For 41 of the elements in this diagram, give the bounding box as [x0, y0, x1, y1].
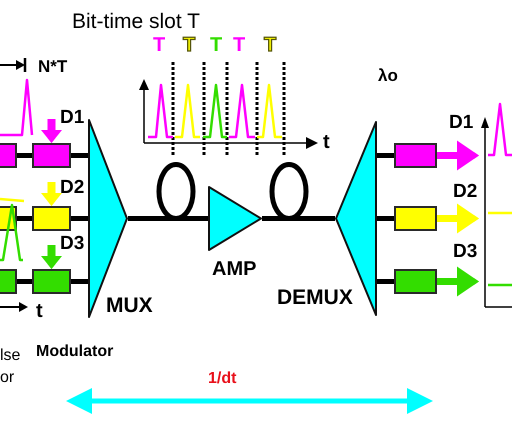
receiver-block: [394, 269, 437, 294]
modulator-block: [32, 269, 71, 294]
connector-line: [17, 279, 32, 284]
slot-label: T: [233, 35, 246, 55]
receiver-block: [394, 206, 437, 231]
fiber-line: [128, 162, 208, 221]
connector-line: [71, 279, 88, 284]
connector-line: [71, 153, 88, 158]
modulator-block: [32, 143, 71, 168]
dimension-label: N*T: [38, 58, 68, 75]
pulse-source-block: [0, 143, 17, 168]
slot-label: T: [264, 35, 276, 55]
connector-line: [17, 153, 32, 158]
channel-label: D2: [60, 178, 84, 197]
slot-label: T: [210, 35, 222, 55]
fiber-line: [262, 162, 335, 221]
multiplexer-label: MUX: [106, 295, 153, 316]
block-caption: lse or: [0, 346, 20, 388]
receiver-block: [394, 143, 437, 168]
modulator-block: [32, 206, 71, 231]
slot-label: T: [153, 35, 166, 55]
pulse-source-block: [0, 269, 17, 294]
connector-line: [377, 279, 394, 284]
channel-label: D2: [453, 182, 478, 201]
axis-label: t: [36, 301, 43, 321]
axis-label: t: [323, 132, 330, 152]
block-caption: Modulator: [36, 344, 114, 360]
channel-label: D1: [449, 113, 474, 132]
slot-label: T: [183, 35, 196, 55]
connector-line: [17, 216, 32, 221]
channel-label: D1: [60, 108, 84, 127]
dimension-label: 1/dt: [208, 371, 236, 387]
channel-label: D3: [453, 242, 478, 261]
connector-line: [71, 216, 88, 221]
plot-title: Bit-time slot T: [72, 11, 200, 32]
demultiplexer-label: DEMUX: [277, 287, 353, 308]
amplifier-label: AMP: [212, 259, 256, 279]
wavelength-label: λo: [378, 67, 398, 84]
connector-line: [377, 216, 394, 221]
channel-label: D3: [60, 234, 84, 253]
connector-line: [377, 153, 394, 158]
